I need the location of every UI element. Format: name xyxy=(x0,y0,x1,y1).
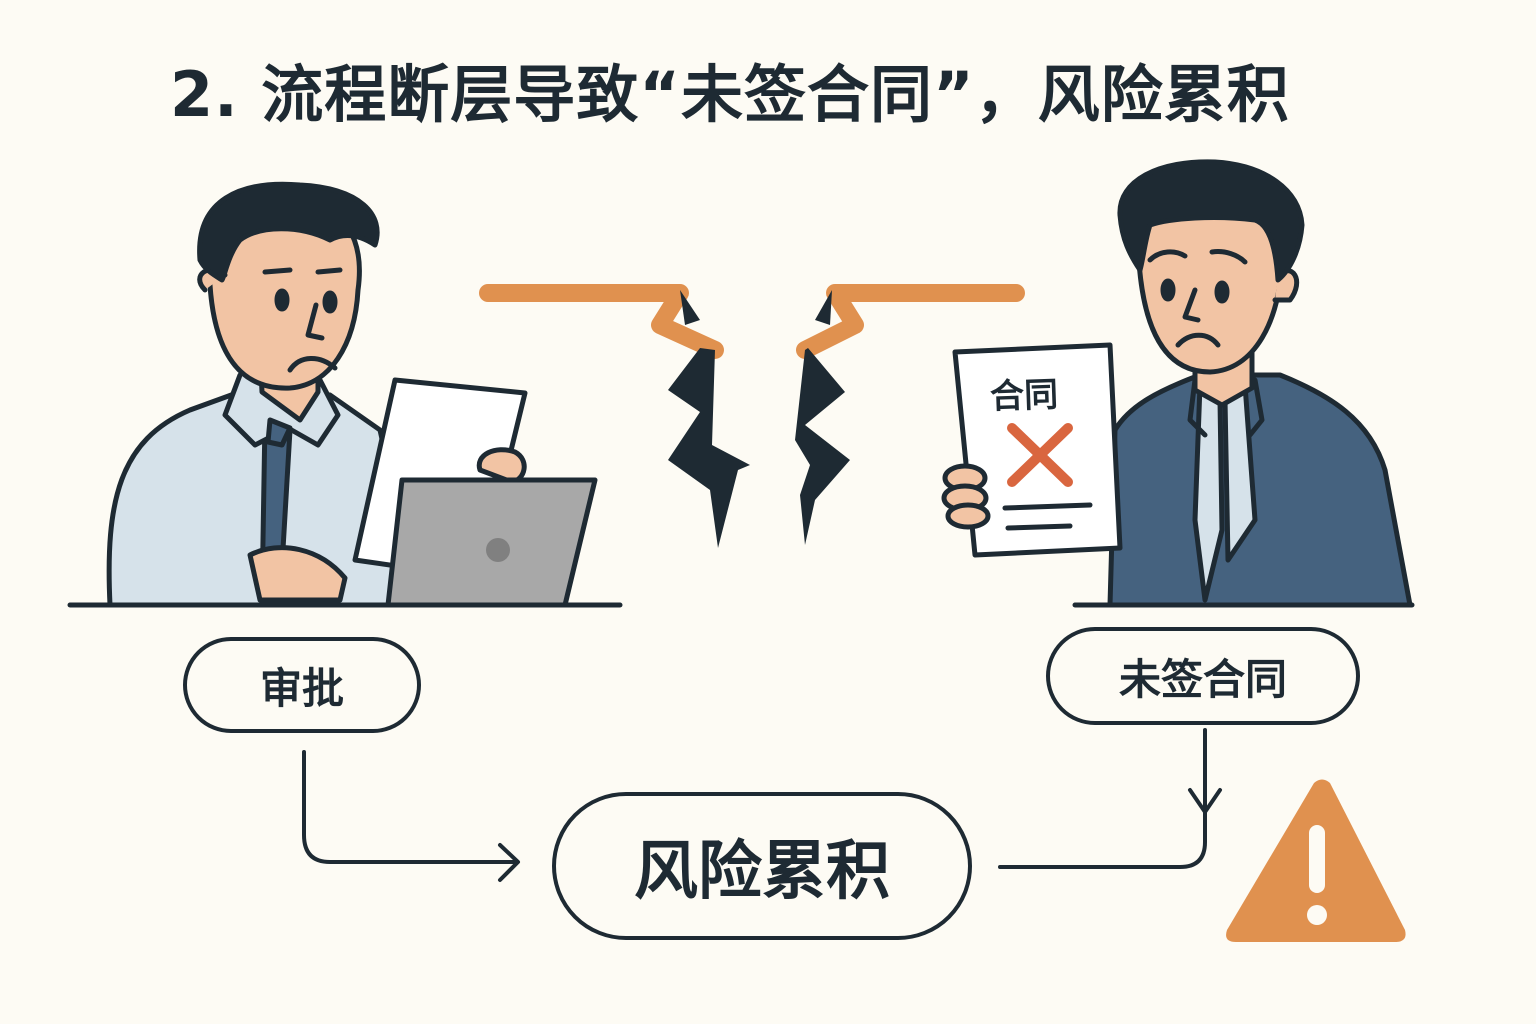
approval-to-risk-connector xyxy=(302,750,517,864)
arrow-down-icon xyxy=(1188,788,1222,814)
contract-document xyxy=(941,342,1123,558)
warning-triangle-icon xyxy=(1226,779,1406,942)
node-unsigned-contract: 未签合同 xyxy=(1046,627,1360,725)
broken-connection-icon xyxy=(479,284,1025,548)
risk-to-warning-connector xyxy=(998,728,1207,869)
right-person-figure xyxy=(1072,159,1415,608)
node-approval-label: 审批 xyxy=(259,663,344,713)
node-risk-accumulation: 风险累积 xyxy=(552,792,972,940)
left-person-figure xyxy=(67,181,623,608)
arrow-head-icon xyxy=(498,843,520,882)
contract-label: 合同 xyxy=(989,374,1059,418)
flow-connectors xyxy=(302,728,1222,882)
node-approval: 审批 xyxy=(183,637,421,733)
node-unsigned-contract-label: 未签合同 xyxy=(1118,654,1287,704)
page-title: 2. 流程断层导致“未签合同”，风险累积 xyxy=(170,58,1290,131)
node-risk-accumulation-label: 风险累积 xyxy=(634,835,890,909)
x-mark-icon xyxy=(1007,423,1073,487)
